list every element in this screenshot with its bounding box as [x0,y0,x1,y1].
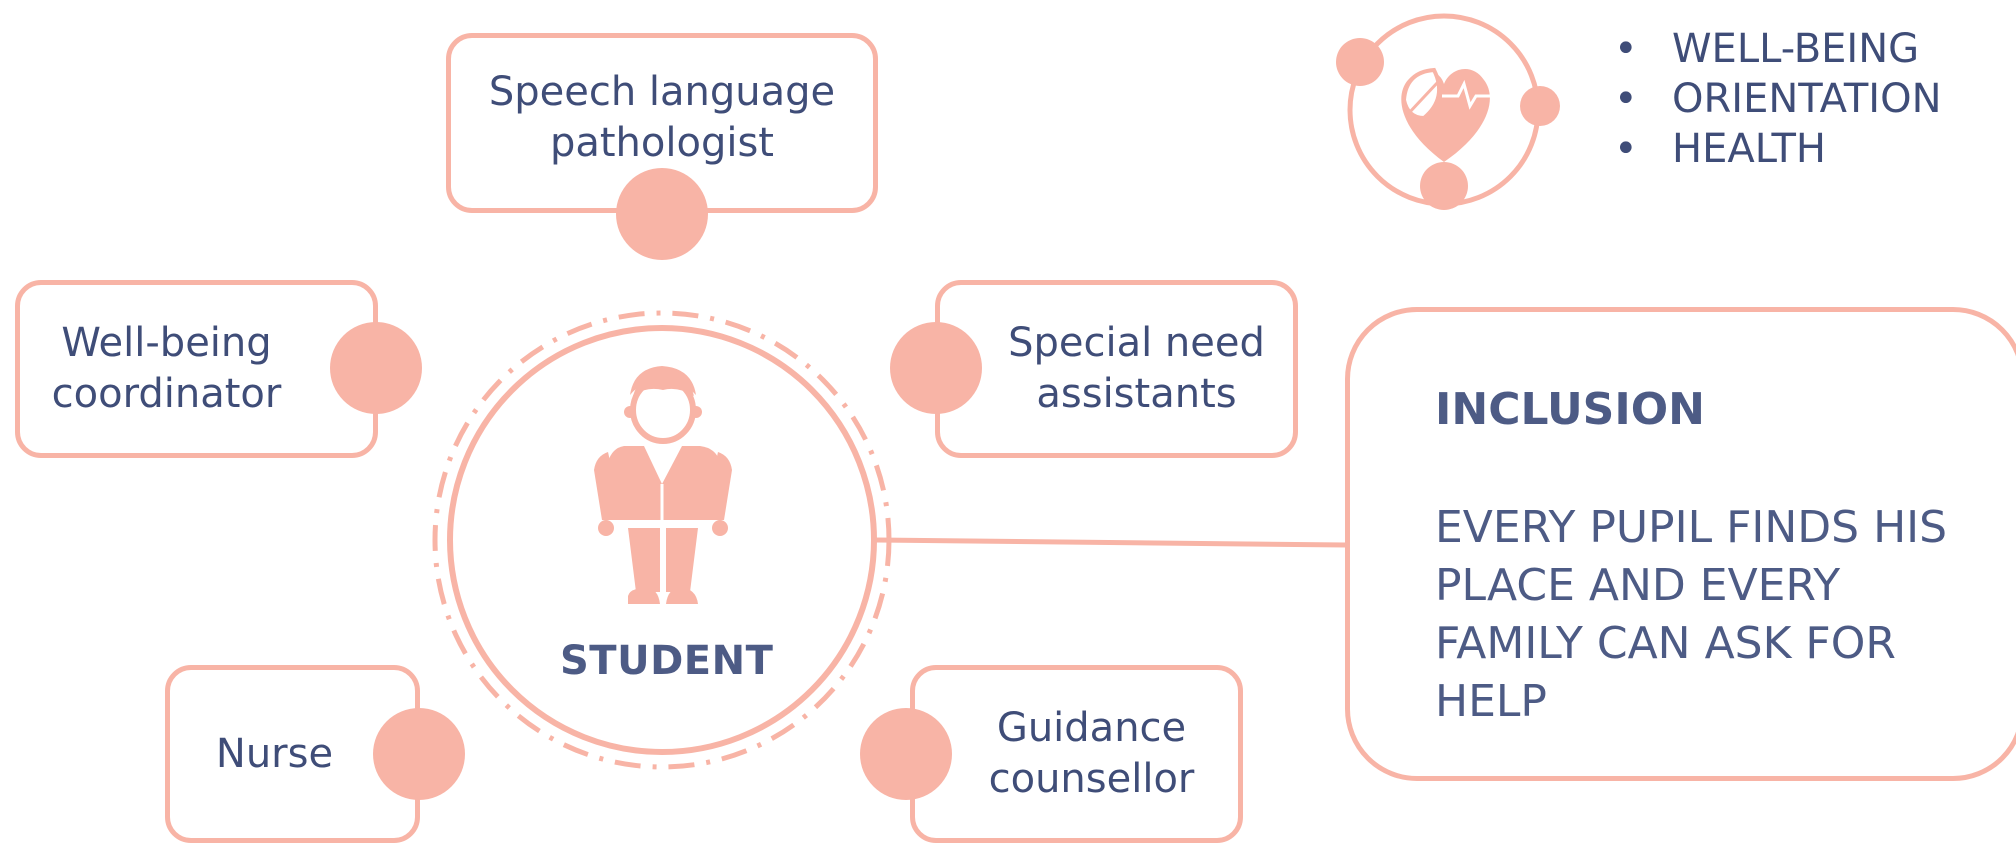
role-label-guidance-counsellor: Guidance counsellor [988,705,1195,802]
inclusion-title: INCLUSION [1435,384,1705,435]
role-label-special-need-assistants: Special need assistants [1008,320,1265,417]
role-label-wellbeing-coordinator: Well-being coordinator [51,320,282,417]
student-icon [594,366,732,604]
connector-dot [373,708,465,800]
bullet-item: WELL-BEING [1610,24,1942,74]
heart-leaf-pulse-icon [1336,13,1560,210]
role-label-speech-language-pathologist: Speech language pathologist [488,69,836,166]
role-box-wellbeing-coordinator: Well-being coordinator [15,280,378,458]
student-label: STUDENT [560,638,774,684]
connector-line [874,537,1347,548]
connector-dot [330,322,422,414]
bullet-item: HEALTH [1610,124,1942,174]
role-box-special-need-assistants: Special need assistants [935,280,1298,458]
role-label-nurse: Nurse [215,730,334,777]
role-box-guidance-counsellor: Guidance counsellor [910,665,1243,843]
inclusion-body: EVERY PUPIL FINDS HIS PLACE AND EVERY FA… [1435,502,1948,727]
outer-dashed-ring [432,310,892,770]
bullet-item: ORIENTATION [1610,74,1942,124]
connector-dot [860,708,952,800]
connector-dot [890,322,982,414]
health-bullet-list: WELL-BEING ORIENTATION HEALTH [1610,24,1942,174]
student-circle [447,325,877,755]
connector-dot [616,168,708,260]
inclusion-panel: INCLUSION EVERY PUPIL FINDS HIS PLACE AN… [1345,307,2016,781]
